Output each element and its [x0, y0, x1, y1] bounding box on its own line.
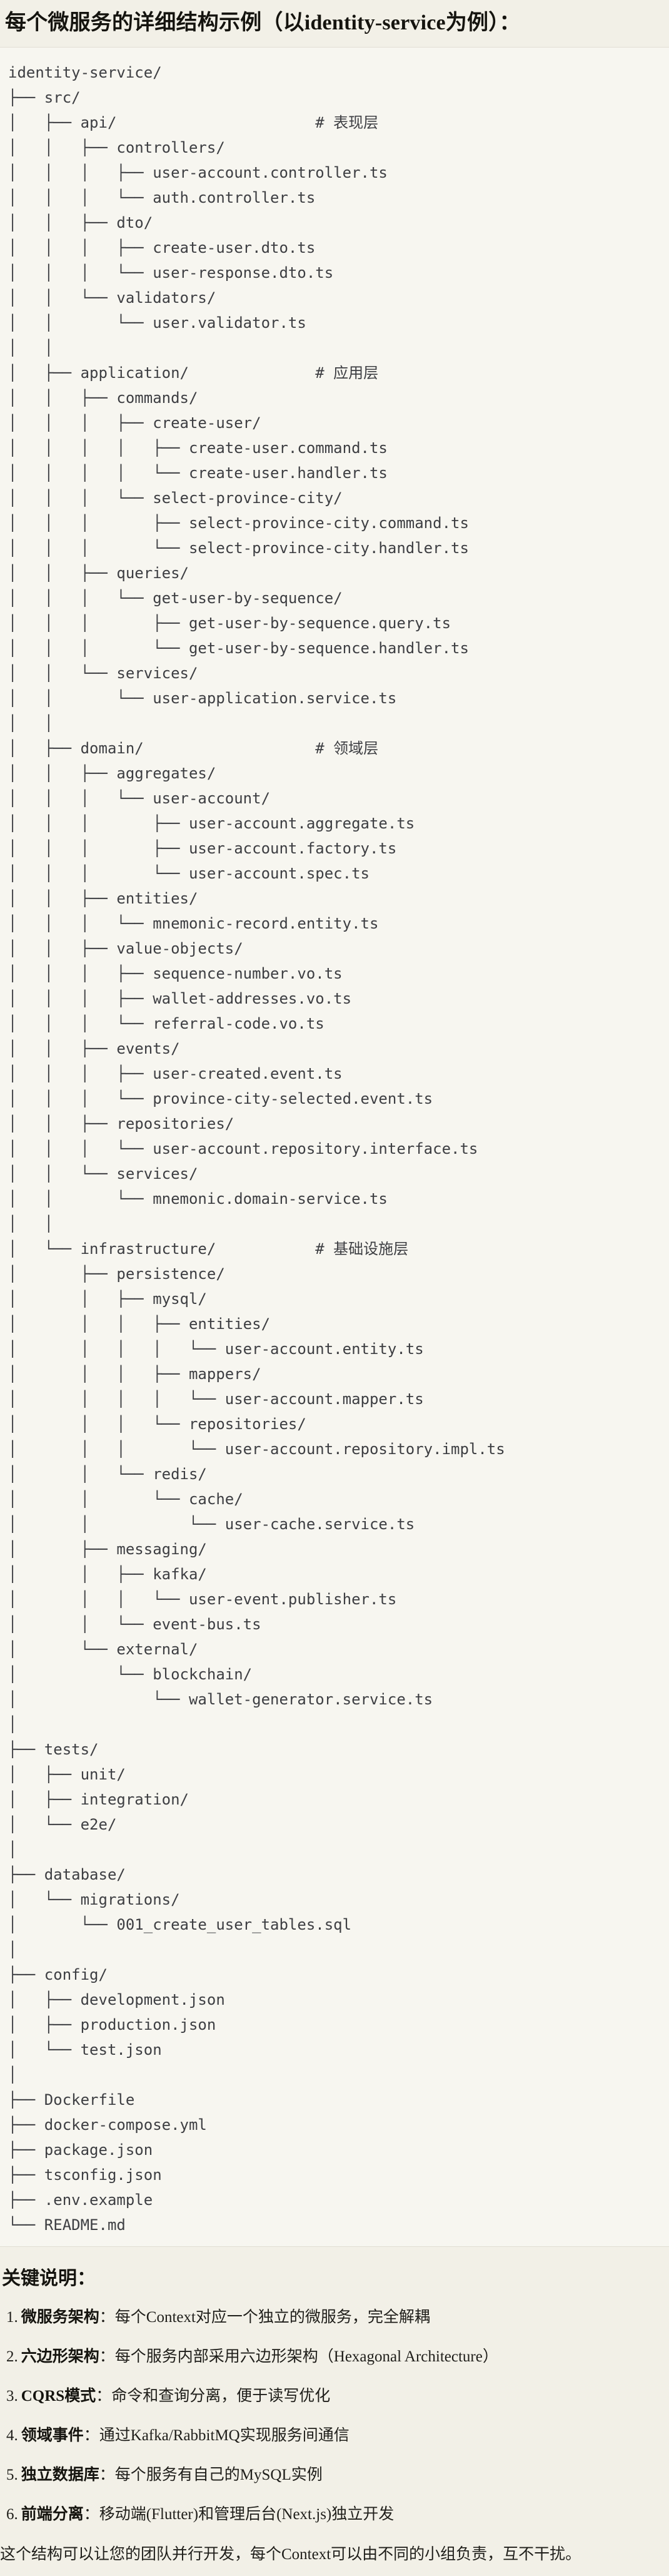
item-label: 领域事件	[21, 2427, 84, 2444]
item-label: CQRS模式	[21, 2388, 96, 2405]
key-note-item-4: 4.领域事件：通过Kafka/RabbitMQ实现服务间通信	[0, 2425, 669, 2446]
code-block: identity-service/ ├── src/ │ ├── api/ # …	[0, 47, 669, 2247]
item-number: 2.	[6, 2348, 18, 2365]
item-text: ：每个服务内部采用六边形架构（Hexagonal Architecture）	[99, 2348, 498, 2365]
key-note-item-3: 3.CQRS模式：命令和查询分离，便于读写优化	[0, 2386, 669, 2407]
item-number: 4.	[6, 2427, 18, 2444]
closing-paragraph: 这个结构可以让您的团队并行开发，每个Context可以由不同的小组负责，互不干扰…	[0, 2546, 581, 2563]
item-label: 微服务架构	[21, 2309, 99, 2326]
item-number: 1.	[6, 2309, 18, 2326]
directory-tree: identity-service/ ├── src/ │ ├── api/ # …	[8, 64, 505, 2234]
item-text: ：每个Context对应一个独立的微服务，完全解耦	[99, 2309, 430, 2326]
item-text: ：移动端(Flutter)和管理后台(Next.js)独立开发	[83, 2506, 395, 2523]
item-label: 独立数据库	[21, 2467, 99, 2483]
key-notes-list: 1.微服务架构：每个Context对应一个独立的微服务，完全解耦 2.六边形架构…	[0, 2307, 669, 2525]
item-text: ：每个服务有自己的MySQL实例	[99, 2467, 323, 2483]
item-label: 六边形架构	[21, 2348, 99, 2365]
key-note-item-6: 6.前端分离：移动端(Flutter)和管理后台(Next.js)独立开发	[0, 2504, 669, 2525]
item-number: 3.	[6, 2388, 18, 2405]
key-note-item-2: 2.六边形架构：每个服务内部采用六边形架构（Hexagonal Architec…	[0, 2346, 669, 2368]
key-notes-heading: 关键说明：	[2, 2268, 96, 2289]
item-text: ：命令和查询分离，便于读写优化	[96, 2388, 331, 2405]
item-number: 6.	[6, 2506, 18, 2523]
key-note-item-1: 1.微服务架构：每个Context对应一个独立的微服务，完全解耦	[0, 2307, 669, 2328]
item-text: ：通过Kafka/RabbitMQ实现服务间通信	[83, 2427, 350, 2444]
key-note-item-5: 5.独立数据库：每个服务有自己的MySQL实例	[0, 2465, 669, 2486]
page-title: 每个微服务的详细结构示例（以identity-service为例）：	[5, 11, 521, 34]
item-label: 前端分离	[21, 2506, 84, 2523]
item-number: 5.	[6, 2467, 18, 2483]
